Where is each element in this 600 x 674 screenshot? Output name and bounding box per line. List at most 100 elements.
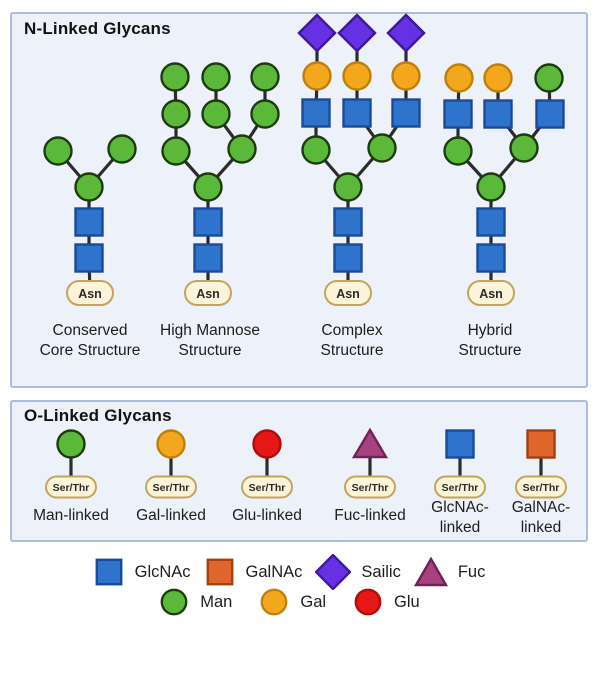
structure-label-galnac-linked: GalNAc- linked bbox=[511, 499, 571, 536]
legend-label: GalNAc bbox=[245, 562, 303, 581]
sialic-node bbox=[337, 13, 377, 53]
galnac-linked-structure: Ser/Thr bbox=[515, 429, 567, 499]
legend-item-glu: Glu bbox=[352, 586, 420, 618]
asn-pill bbox=[66, 280, 114, 306]
legend-label: Fuc bbox=[457, 562, 486, 581]
legend-item-gal: Gal bbox=[258, 586, 326, 618]
man-node bbox=[107, 134, 137, 164]
gal-node bbox=[156, 429, 186, 459]
o-linked-panel bbox=[10, 400, 588, 542]
structure-label-hybrid: Hybrid Structure bbox=[458, 322, 522, 359]
asn-pill-label: Asn bbox=[479, 287, 503, 301]
structure-label-man-linked: Man-linked bbox=[33, 507, 109, 524]
ser-thr-pill-label: Ser/Thr bbox=[442, 482, 479, 494]
structure-label-gal-linked: Gal-linked bbox=[136, 507, 206, 524]
man-node bbox=[301, 135, 331, 165]
fuc-linked-structure: Ser/Thr bbox=[344, 427, 396, 499]
man-node bbox=[201, 99, 231, 129]
gal-node bbox=[483, 63, 513, 93]
structure-label-glcnac-linked: GlcNAc- linked bbox=[431, 499, 489, 536]
hybrid-structure: Asn bbox=[443, 63, 565, 306]
ser-thr-pill-label: Ser/Thr bbox=[352, 482, 389, 494]
ser-thr-pill bbox=[145, 475, 197, 499]
man-node bbox=[227, 134, 257, 164]
man-linked-structure: Ser/Thr bbox=[45, 429, 97, 499]
sialic-node bbox=[297, 13, 337, 53]
glcnac-node bbox=[193, 243, 223, 273]
glcnac-node bbox=[74, 243, 104, 273]
glcnac-swatch-icon bbox=[95, 558, 123, 586]
glcnac-node bbox=[301, 98, 331, 128]
legend-item-sailic: Sailic bbox=[315, 554, 401, 590]
glu-node bbox=[252, 429, 282, 459]
legend-label: Gal bbox=[300, 592, 327, 611]
glu-swatch-icon bbox=[354, 588, 382, 616]
glcnac-node bbox=[535, 99, 565, 129]
ser-thr-pill bbox=[45, 475, 97, 499]
legend-label: GlcNAc bbox=[134, 562, 191, 581]
man-node bbox=[534, 63, 564, 93]
legend: GlcNAc GalNAc Sailic Fuc bbox=[0, 554, 600, 618]
man-node bbox=[193, 172, 223, 202]
man-node bbox=[201, 62, 231, 92]
legend-label: Glu bbox=[394, 592, 420, 611]
man-node bbox=[333, 172, 363, 202]
fuc-swatch-icon bbox=[413, 556, 448, 587]
glcnac-node bbox=[483, 99, 513, 129]
glcnac-node bbox=[476, 243, 506, 273]
glcnac-node bbox=[445, 429, 475, 459]
man-node bbox=[160, 62, 190, 92]
ser-thr-pill-label: Ser/Thr bbox=[153, 482, 190, 494]
man-node bbox=[56, 429, 86, 459]
glcnac-node bbox=[193, 207, 223, 237]
legend-label: Man bbox=[200, 592, 233, 611]
ser-thr-pill-label: Ser/Thr bbox=[249, 482, 286, 494]
glu-linked-structure: Ser/Thr bbox=[241, 429, 293, 499]
legend-item-man: Man bbox=[158, 586, 232, 618]
complex-structure: Asn bbox=[297, 13, 426, 306]
n-linked-title: N-Linked Glycans bbox=[24, 19, 171, 38]
structure-label-high-mannose: High Mannose Structure bbox=[160, 322, 260, 359]
gal-node bbox=[302, 61, 332, 91]
man-node bbox=[43, 136, 73, 166]
structure-label-fuc-linked: Fuc-linked bbox=[334, 507, 406, 524]
sialic-swatch-icon bbox=[315, 554, 352, 590]
legend-label: Sailic bbox=[361, 562, 401, 581]
man-node bbox=[443, 136, 473, 166]
man-swatch-icon bbox=[160, 588, 188, 616]
ser-thr-pill bbox=[434, 475, 486, 499]
gal-node bbox=[342, 61, 372, 91]
man-node bbox=[250, 99, 280, 129]
man-node bbox=[367, 133, 397, 163]
ser-thr-pill bbox=[515, 475, 567, 499]
legend-row-1: GlcNAc GalNAc Sailic Fuc bbox=[0, 554, 578, 590]
structure-label-complex: Complex Structure bbox=[320, 322, 384, 359]
asn-pill bbox=[467, 280, 515, 306]
man-node bbox=[476, 172, 506, 202]
glcnac-node bbox=[476, 207, 506, 237]
gal-swatch-icon bbox=[260, 588, 288, 616]
gal-linked-structure: Ser/Thr bbox=[145, 429, 197, 499]
galnac-node bbox=[526, 429, 556, 459]
fuc-node bbox=[351, 427, 389, 459]
man-node bbox=[161, 136, 191, 166]
ser-thr-pill bbox=[241, 475, 293, 499]
legend-item-fuc: Fuc bbox=[413, 555, 486, 589]
asn-pill-label: Asn bbox=[78, 287, 102, 301]
galnac-swatch-icon bbox=[206, 558, 233, 586]
sialic-node bbox=[386, 13, 426, 53]
gal-node bbox=[391, 61, 421, 91]
glcnac-node bbox=[443, 99, 473, 129]
asn-pill bbox=[184, 280, 232, 306]
man-node bbox=[74, 172, 104, 202]
glcnac-node bbox=[391, 98, 421, 128]
high-mannose-structure: Asn bbox=[160, 62, 280, 306]
legend-item-glcnac: GlcNAc bbox=[93, 556, 191, 588]
man-node bbox=[161, 99, 191, 129]
glcnac-node bbox=[342, 98, 372, 128]
structure-label-glu-linked: Glu-linked bbox=[232, 507, 302, 524]
glcnac-node bbox=[74, 207, 104, 237]
ser-thr-pill-label: Ser/Thr bbox=[523, 482, 560, 494]
